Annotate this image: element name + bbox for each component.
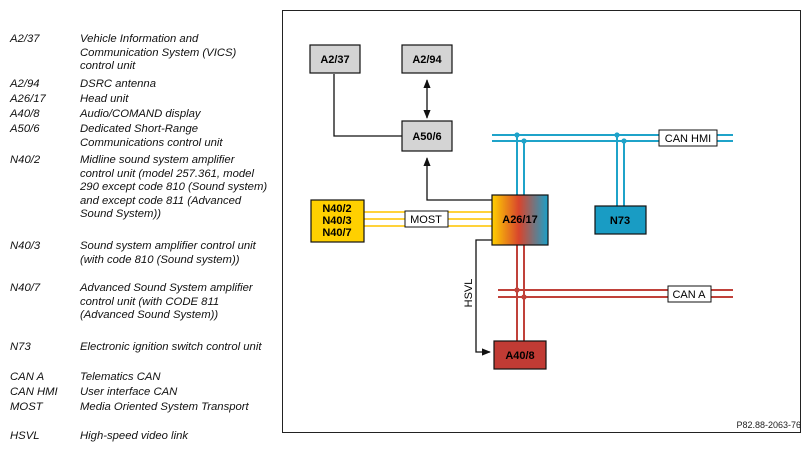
node-label: A50/6 bbox=[412, 131, 441, 143]
legend-abbr: N73 bbox=[10, 341, 31, 353]
arrow-a2-37-to-a50-6 bbox=[333, 74, 411, 140]
node-label-n40-7: N40/7 bbox=[322, 227, 351, 239]
legend-abbr: N40/2 bbox=[10, 154, 41, 166]
legend-desc: Vehicle Information and Communication Sy… bbox=[80, 33, 237, 73]
bus-junction-dot bbox=[514, 132, 520, 138]
legend-desc: Sound system amplifier control unit (wit… bbox=[80, 240, 256, 266]
legend-desc: Advanced Sound System amplifier control … bbox=[80, 282, 253, 322]
bus-label-text: HSVL bbox=[463, 279, 475, 308]
node-label: N73 bbox=[610, 215, 630, 227]
legend-desc: Audio/COMAND display bbox=[80, 108, 201, 120]
node-a2-94: A2/94 bbox=[401, 44, 453, 74]
bus-junction-dot bbox=[514, 287, 520, 293]
legend-desc: User interface CAN bbox=[80, 386, 178, 398]
legend-desc: High-speed video link bbox=[80, 430, 189, 442]
legend-desc: Media Oriented System Transport bbox=[80, 401, 249, 413]
node-label: A26/17 bbox=[502, 214, 537, 226]
legend-abbr: A2/94 bbox=[10, 78, 40, 90]
bus-junction-dot bbox=[521, 294, 527, 300]
legend-desc: Midline sound system amplifier control u… bbox=[80, 154, 268, 221]
legend-desc: Telematics CAN bbox=[80, 371, 161, 383]
diagram-frame bbox=[282, 10, 801, 433]
label-can-a: CAN A bbox=[667, 285, 712, 303]
bus-label-text: MOST bbox=[410, 214, 442, 226]
legend-abbr: A50/6 bbox=[10, 123, 40, 135]
bus-junction-dot bbox=[614, 132, 620, 138]
legend-abbr: CAN HMI bbox=[10, 386, 58, 398]
node-label-n40-3: N40/3 bbox=[322, 215, 351, 227]
bus-junction-dot bbox=[621, 138, 627, 144]
legend-abbr: CAN A bbox=[10, 371, 45, 383]
legend-desc: Electronic ignition switch control unit bbox=[80, 341, 262, 353]
legend-desc: Dedicated Short-Range Communications con… bbox=[80, 123, 223, 149]
node-a2-37: A2/37 bbox=[309, 44, 361, 74]
label-most: MOST bbox=[404, 210, 449, 228]
node-label: A2/37 bbox=[320, 54, 349, 66]
arrow-hsvl-to-a40-8 bbox=[475, 239, 492, 356]
legend-abbr: HSVL bbox=[10, 430, 40, 442]
label-hsvl: HSVL bbox=[463, 279, 475, 308]
node-label-n40-2: N40/2 bbox=[322, 203, 351, 215]
legend-desc: DSRC antenna bbox=[80, 78, 156, 90]
legend-desc: Head unit bbox=[80, 93, 129, 105]
node-n73: N73 bbox=[594, 205, 647, 235]
node-amplifiers: N40/2 N40/3 N40/7 bbox=[310, 199, 365, 243]
legend-abbr: N40/3 bbox=[10, 240, 41, 252]
bus-label-text: CAN HMI bbox=[665, 133, 711, 145]
label-can-hmi: CAN HMI bbox=[658, 129, 718, 147]
legend-abbr: A26/17 bbox=[10, 93, 46, 105]
node-a50-6: A50/6 bbox=[401, 120, 453, 152]
bus-junction-dot bbox=[521, 138, 527, 144]
legend-abbr: A40/8 bbox=[10, 108, 40, 120]
arrow-a26-17-to-a50-6 bbox=[423, 157, 492, 201]
node-label: A2/94 bbox=[412, 54, 442, 66]
node-a26-17: A26/17 bbox=[491, 194, 549, 246]
legend-abbr: N40/7 bbox=[10, 282, 41, 294]
connector-lines bbox=[333, 74, 492, 356]
reference-code: P82.88-2063-76 bbox=[736, 420, 801, 430]
bus-label-text: CAN A bbox=[672, 289, 706, 301]
legend-abbr: A2/37 bbox=[10, 33, 40, 45]
legend-abbr: MOST bbox=[10, 401, 43, 413]
node-label: A40/8 bbox=[505, 350, 534, 362]
node-a40-8: A40/8 bbox=[493, 340, 547, 370]
